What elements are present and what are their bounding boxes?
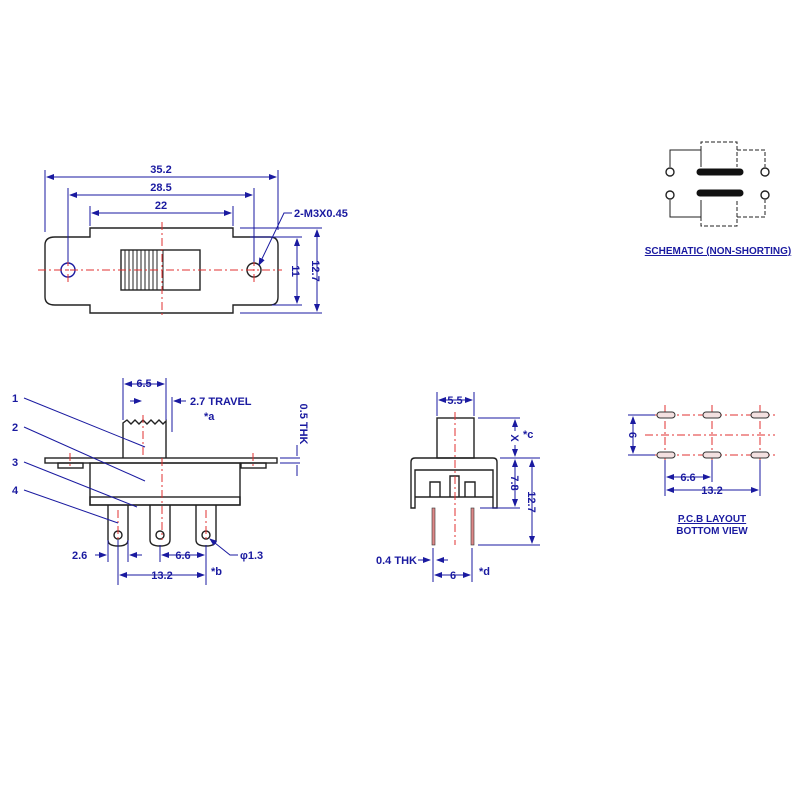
callout-1: 1 [12,393,18,405]
dim-thickness: 0.5 THK [297,404,309,445]
height-note: *c [523,429,533,441]
callout-2: 2 [12,422,18,434]
dim-body-height: 7.8 [508,475,520,490]
schematic: SCHEMATIC (NON-SHORTING) [645,141,791,257]
callout-3: 3 [12,457,18,469]
dim-hole-pitch: 28.5 [150,182,171,194]
dim-center-width: 22 [155,200,167,212]
dim-overall: 35.2 [150,164,171,176]
spacing-note: *d [479,566,490,578]
top-view: 35.2 28.5 22 2-M3X0.45 11 12.7 [38,164,348,318]
front-view: 5.5 X *c 7.8 12.7 0.4 THK 6 *d [376,392,540,582]
dim-span: 13.2 [701,485,722,497]
dim-pin-spacing: 6 [450,570,456,582]
dim-pin-pitch: 6.6 [175,550,190,562]
dim-actuator-height: X [508,434,520,442]
span-note: *b [211,566,222,578]
dim-height-outer: 12.7 [309,260,321,281]
dim-actuator-width: 6.5 [136,378,151,390]
callout-4: 4 [12,485,19,497]
travel-note: *a [204,411,215,423]
dim-pitch: 6.6 [680,472,695,484]
dim-actuator-width: 5.5 [447,395,462,407]
dim-pin-thickness: 0.4 THK [376,555,417,567]
hole-spec: 2-M3X0.45 [294,208,348,220]
dim-total-height: 12.7 [525,491,537,512]
dim-pin-width: 2.6 [72,550,87,562]
pcb-subtitle: BOTTOM VIEW [676,526,748,537]
side-view: 1 2 3 4 6.5 2.7 TRAVEL *a 0.5 THK 2.6 6.… [12,378,309,585]
dim-pin-hole: φ1.3 [240,550,263,562]
dim-pin-span: 13.2 [151,570,172,582]
travel-label: 2.7 TRAVEL [190,396,252,408]
pcb-title: P.C.B LAYOUT [678,514,746,525]
pcb-layout: 6 6.6 13.2 P.C.B LAYOUT BOTTOM VIEW [626,405,775,537]
dim-height-inner: 11 [289,265,301,277]
dim-row-spacing: 6 [626,432,638,438]
schematic-title: SCHEMATIC (NON-SHORTING) [645,246,791,257]
